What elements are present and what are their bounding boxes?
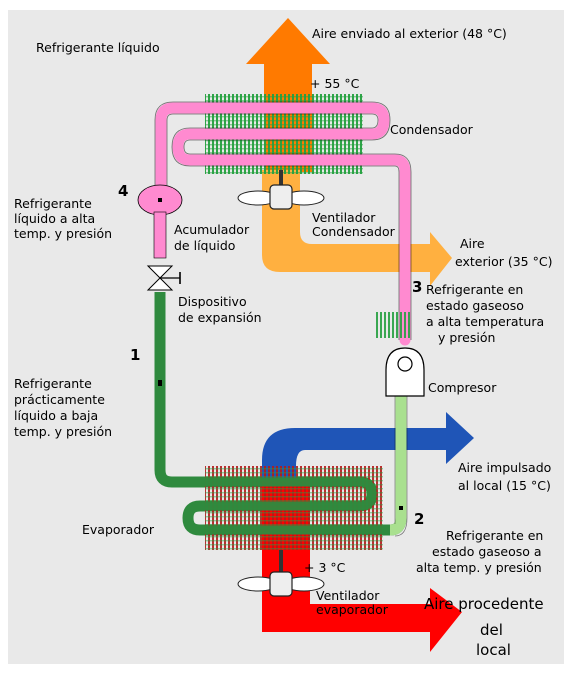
label-refrig-baja-3: líquido a baja — [14, 408, 99, 423]
label-refrig-alta-1: Refrigerante — [14, 196, 92, 211]
label-refrig-gas-baja-1: Refrigerante en — [446, 528, 544, 543]
label-evaporador: Evaporador — [82, 522, 155, 537]
label-ventilador-evap-1: Ventilador — [316, 588, 380, 603]
label-temp-3: + 3 °C — [304, 560, 346, 575]
condenser-coil — [155, 102, 411, 346]
label-dispositivo-2: de expansión — [178, 310, 262, 325]
condenser-fan-icon — [237, 170, 325, 210]
point-number-2: 2 — [414, 510, 425, 528]
label-ventilador-evap-2: evaporador — [316, 602, 388, 617]
label-aire-procedente-1: Aire procedente — [424, 595, 544, 613]
label-aire-procedente-3: local — [476, 641, 511, 659]
accumulator-icon — [137, 184, 183, 259]
label-aire-procedente-2: del — [480, 621, 503, 639]
point-number-3: 3 — [412, 278, 423, 296]
room-air-arrow — [262, 480, 462, 652]
cold-air-arrow — [262, 412, 474, 500]
label-refrig-gas-alta-3: a alta temperatura — [426, 314, 545, 329]
label-refrig-baja-2: prácticamente — [14, 392, 105, 407]
label-acumulador-2: de líquido — [174, 238, 236, 253]
compressor-icon — [385, 347, 425, 397]
label-aire-impulsado-2: al local (15 °C) — [458, 478, 551, 493]
label-refrig-gas-alta-4: y presión — [438, 330, 496, 345]
label-aire-exterior-2: exterior (35 °C) — [455, 254, 553, 269]
label-refrig-gas-baja-2: estado gaseoso a — [432, 544, 542, 559]
label-refrig-alta-2: líquido a alta — [14, 211, 96, 226]
label-refrig-alta-3: temp. y presión — [14, 226, 113, 241]
label-temp-55: + 55 °C — [310, 76, 360, 91]
point-number-1: 1 — [130, 346, 141, 364]
expansion-valve-icon — [146, 265, 181, 291]
label-ventilador-cond-2: Condensador — [312, 224, 395, 239]
label-dispositivo-1: Dispositivo — [178, 294, 247, 309]
label-aire-impulsado-1: Aire impulsado — [458, 460, 552, 475]
label-aire-exterior-1: Aire — [460, 236, 485, 251]
low-gas-line — [389, 364, 407, 536]
label-refrig-baja-1: Refrigerante — [14, 376, 92, 391]
label-refrigerante-liquido: Refrigerante líquido — [36, 40, 160, 55]
label-refrig-gas-baja-3: alta temp. y presión — [416, 560, 542, 575]
label-refrig-gas-alta-2: estado gaseoso — [426, 298, 524, 313]
label-ventilador-cond-1: Ventilador — [312, 210, 376, 225]
label-acumulador-1: Acumulador — [174, 222, 250, 237]
label-refrig-gas-alta-1: Refrigerante en — [426, 282, 524, 297]
evaporator-fan-icon — [237, 550, 325, 597]
point-number-4: 4 — [118, 182, 129, 200]
label-aire-enviado: Aire enviado al exterior (48 °C) — [312, 26, 507, 41]
label-refrig-baja-4: temp. y presión — [14, 424, 113, 439]
label-compresor: Compresor — [428, 380, 497, 395]
label-condensador: Condensador — [390, 122, 473, 137]
